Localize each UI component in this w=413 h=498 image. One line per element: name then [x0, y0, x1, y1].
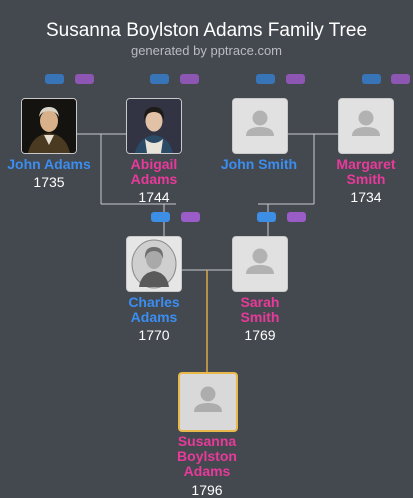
portrait-image — [22, 99, 76, 153]
person-birth-year: 1744 — [138, 189, 170, 205]
person-placeholder-icon — [246, 110, 274, 136]
person-photo-john-smith[interactable] — [232, 98, 288, 154]
page-subtitle: generated by pptrace.com — [130, 43, 283, 58]
name-line: Boylston — [177, 448, 237, 464]
name-line: Susanna — [177, 433, 237, 449]
person-placeholder-icon — [352, 110, 380, 136]
name-line: Smith — [240, 309, 280, 325]
name-line: Margaret — [336, 156, 396, 172]
expand-button[interactable] — [45, 74, 64, 84]
person-name-john-smith[interactable]: John Smith — [220, 156, 298, 172]
expand-button[interactable] — [362, 74, 381, 84]
person-photo-sarah-smith[interactable] — [232, 236, 288, 292]
expand-button[interactable] — [151, 212, 170, 222]
name-line: Adams — [130, 309, 178, 325]
person-photo-john-adams[interactable] — [21, 98, 77, 154]
person-name-margaret-smith[interactable]: Margaret Smith — [311, 157, 413, 187]
expand-button[interactable] — [287, 212, 306, 222]
person-name-susanna-adams[interactable]: Susanna Boylston Adams — [152, 434, 262, 479]
expand-button[interactable] — [286, 74, 305, 84]
person-birth-year: 1735 — [33, 174, 65, 190]
page-title: Susanna Boylston Adams Family Tree — [45, 20, 368, 41]
person-photo-charles-adams[interactable] — [126, 236, 182, 292]
person-photo-susanna-adams[interactable] — [178, 372, 238, 432]
expand-button[interactable] — [256, 74, 275, 84]
person-birth-year: 1769 — [244, 327, 276, 343]
person-placeholder-icon — [194, 386, 222, 412]
person-photo-abigail-adams[interactable] — [126, 98, 182, 154]
engraving-portrait-image — [127, 237, 181, 291]
expand-button[interactable] — [181, 212, 200, 222]
person-name-sarah-smith[interactable]: Sarah Smith — [205, 295, 315, 325]
expand-button[interactable] — [180, 74, 199, 84]
person-name-abigail-adams[interactable]: Abigail Adams — [99, 157, 209, 187]
person-placeholder-icon — [246, 248, 274, 274]
name-line: Adams — [183, 463, 231, 479]
name-line: Charles — [128, 294, 180, 310]
person-birth-year: 1734 — [350, 189, 382, 205]
expand-button[interactable] — [75, 74, 94, 84]
name-line: Abigail — [130, 156, 178, 172]
portrait-image — [127, 99, 181, 153]
person-birth-year: 1796 — [191, 482, 223, 498]
expand-button[interactable] — [257, 212, 276, 222]
name-line: Smith — [346, 171, 386, 187]
name-line: Adams — [130, 171, 178, 187]
person-photo-margaret-smith[interactable] — [338, 98, 394, 154]
person-birth-year: 1770 — [138, 327, 170, 343]
person-name-john-adams[interactable]: John Adams — [7, 156, 91, 172]
name-line: Sarah — [240, 294, 280, 310]
expand-button[interactable] — [150, 74, 169, 84]
person-name-charles-adams[interactable]: Charles Adams — [99, 295, 209, 325]
expand-button[interactable] — [391, 74, 410, 84]
